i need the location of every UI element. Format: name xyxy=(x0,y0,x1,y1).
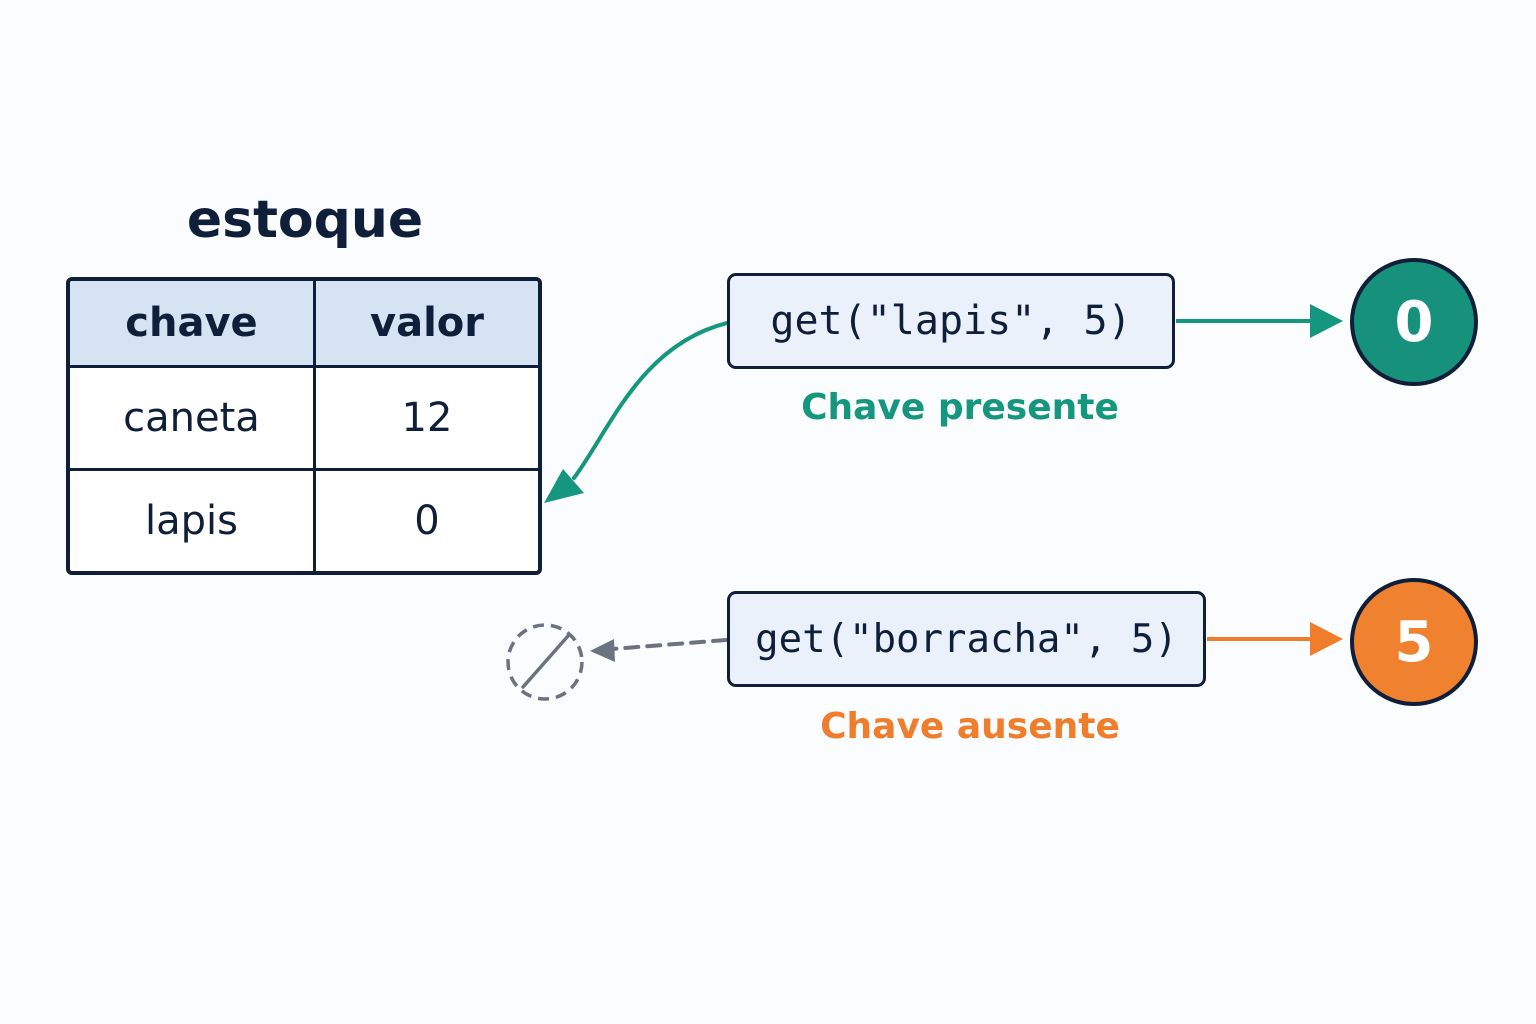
result-arrowhead-absent xyxy=(1310,622,1343,656)
code-call-present: get("lapis", 5) xyxy=(727,273,1175,369)
caption-key-absent: Chave ausente xyxy=(820,706,1120,747)
result-value-present: 0 xyxy=(1350,258,1478,386)
column-header-value: valor xyxy=(316,281,538,368)
null-set-icon xyxy=(506,623,584,701)
dictionary-table: chave valor caneta 12 lapis 0 xyxy=(66,277,542,575)
result-arrowhead-present xyxy=(1310,304,1343,338)
lookup-arrowhead-present xyxy=(544,469,584,503)
row-2-value: 0 xyxy=(414,498,440,544)
dictionary-title: estoque xyxy=(186,190,424,250)
code-call-absent: get("borracha", 5) xyxy=(727,591,1206,687)
lookup-arrow-missing xyxy=(610,638,728,651)
row-2-key: lapis xyxy=(70,471,316,571)
caption-key-present: Chave presente xyxy=(801,387,1119,428)
row-1-value: 12 xyxy=(316,368,538,471)
lookup-arrow-present xyxy=(572,321,729,480)
result-value-absent: 5 xyxy=(1350,578,1478,706)
lookup-arrowhead-missing xyxy=(590,639,615,662)
row-1-key: caneta xyxy=(70,368,316,471)
column-header-key: chave xyxy=(70,281,316,368)
